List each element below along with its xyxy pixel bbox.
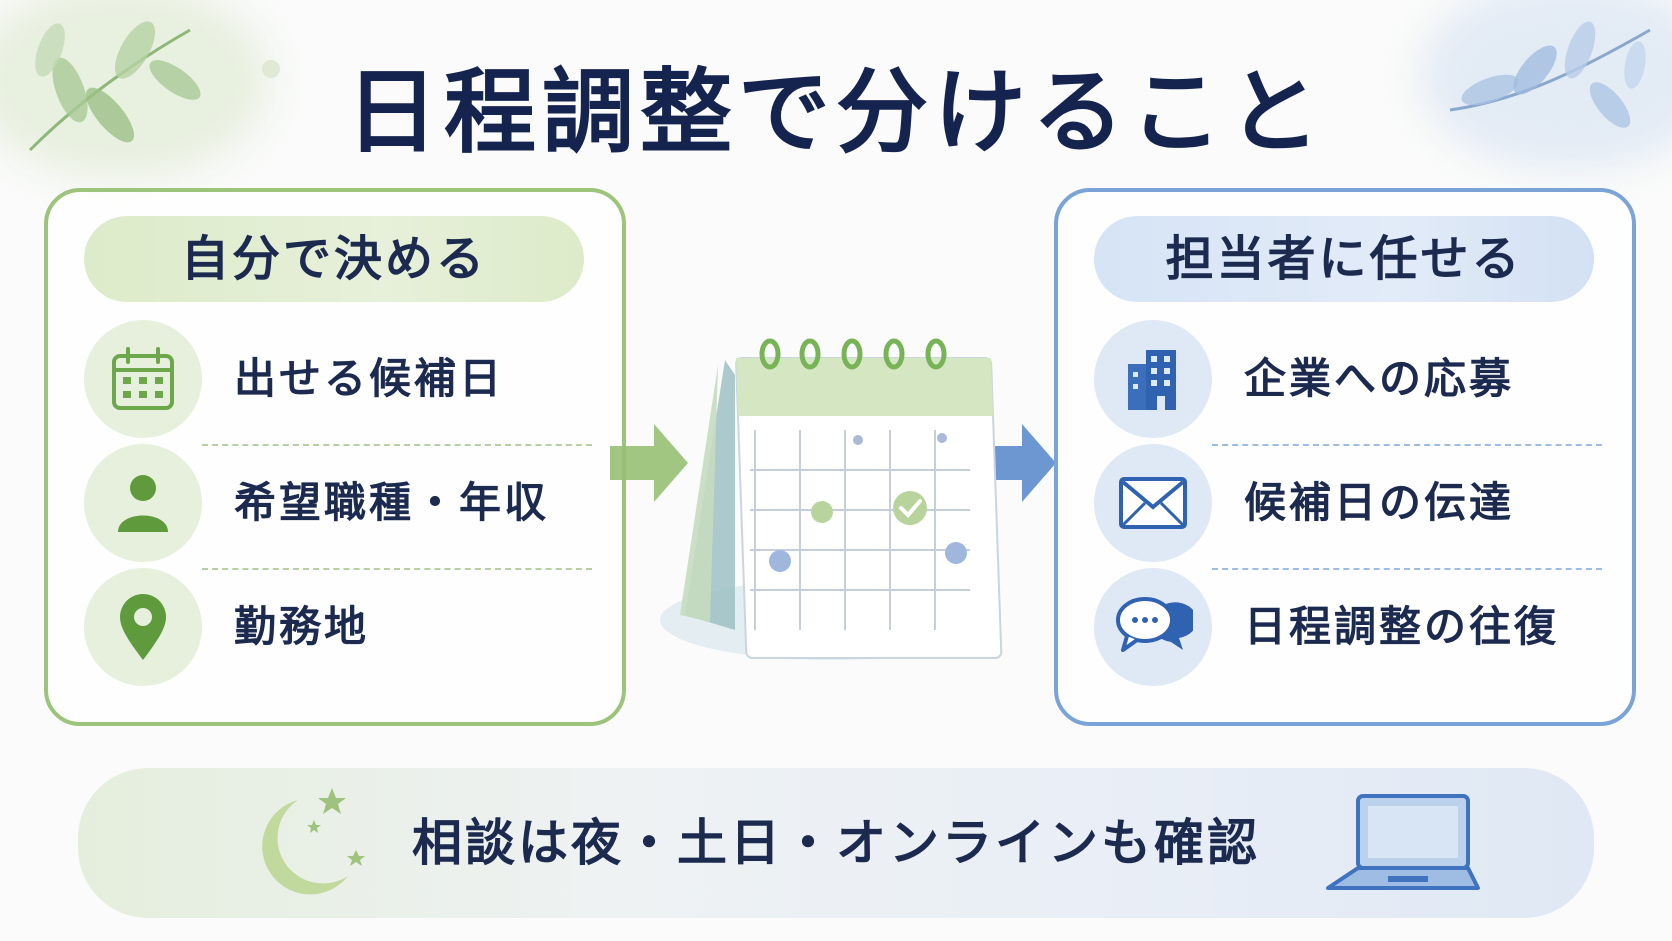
chat-bubbles-icon [1094, 568, 1212, 686]
list-item-label: 出せる候補日 [234, 354, 505, 403]
left-panel-heading: 自分で決める [84, 216, 584, 302]
list-item-work-location: 勤務地 [84, 568, 584, 688]
location-pin-icon [84, 568, 202, 686]
list-item-company-application: 企業への応募 [1094, 320, 1594, 440]
list-item-candidate-dates: 出せる候補日 [84, 320, 584, 440]
footer-note-band: 相談は夜・土日・オンラインも確認 [78, 768, 1594, 918]
building-icon [1094, 320, 1212, 438]
left-panel-self-decide: 自分で決める 出せる候補日 希望職種・年収 [44, 188, 626, 726]
paint-dot [262, 60, 280, 78]
list-item-date-relay: 候補日の伝達 [1094, 444, 1594, 564]
list-item-schedule-exchange: 日程調整の往復 [1094, 568, 1594, 688]
person-icon [84, 444, 202, 562]
footer-note-text: 相談は夜・土日・オンラインも確認 [412, 814, 1260, 872]
laptop-icon [1326, 794, 1480, 890]
calendar-icon [84, 320, 202, 438]
arrow-right-icon [610, 424, 688, 502]
divider [202, 444, 592, 446]
right-panel-heading: 担当者に任せる [1094, 216, 1594, 302]
list-item-label: 勤務地 [234, 602, 370, 651]
page-title: 日程調整で分けること [345, 59, 1326, 166]
divider [202, 568, 592, 570]
right-panel-delegate: 担当者に任せる 企業への応募 [1054, 188, 1636, 726]
leaf-branch-icon [28, 21, 201, 152]
desk-calendar-icon [660, 338, 1003, 660]
moon-stars-icon [262, 788, 365, 895]
list-item-label: 希望職種・年収 [234, 478, 550, 527]
list-item-label: 候補日の伝達 [1244, 478, 1515, 527]
leaf-branch-icon [1449, 21, 1651, 128]
list-item-label: 企業への応募 [1244, 354, 1515, 403]
list-item-job-salary: 希望職種・年収 [84, 444, 584, 564]
arrow-right-icon [978, 424, 1056, 502]
envelope-icon [1094, 444, 1212, 562]
list-item-label: 日程調整の往復 [1244, 602, 1560, 651]
divider [1212, 444, 1602, 446]
divider [1212, 568, 1602, 570]
